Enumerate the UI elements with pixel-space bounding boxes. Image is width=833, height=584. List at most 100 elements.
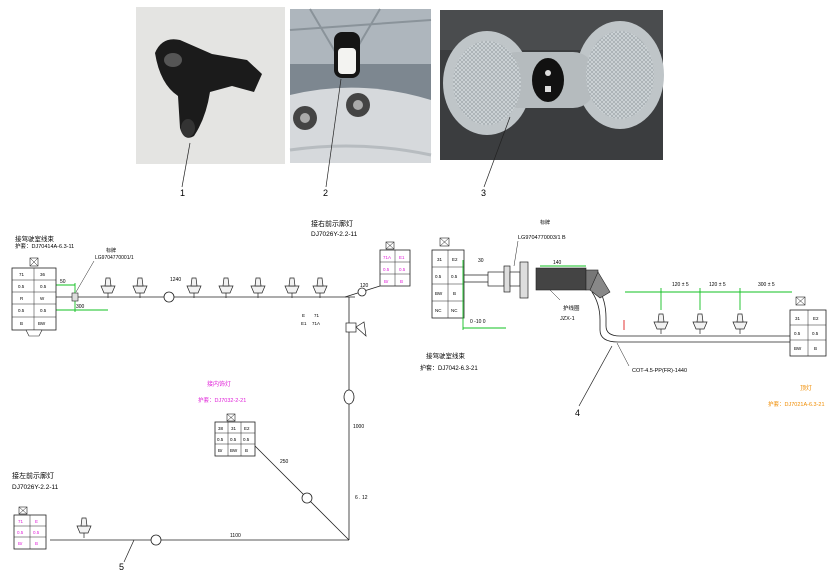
right-side-label-3: 71A: [312, 321, 320, 326]
spacing-dim-2: 300 ± 5: [758, 282, 775, 288]
left-lamp-connector: 接左前示廓灯 DJ7026Y-2.2-11 71 E 0.5 0.5 Br B: [12, 471, 59, 550]
top-left-cell-5: W: [40, 296, 45, 301]
dim-offset: 0 -10 0: [470, 319, 486, 325]
right-lamp-cell-1: E1: [399, 255, 405, 260]
left-lamp-cell-3: 0.5: [33, 530, 40, 535]
ceiling-lamp-title: 顶灯: [800, 384, 812, 392]
left-lamp-cell-4: Br: [18, 541, 23, 546]
right-lamp-cell-2: 0.5: [383, 267, 390, 272]
top-left-cell-0: 71: [19, 272, 25, 277]
right-lamp-connector: 接右前示廓灯 DJ7026Y-2.2-11 71A E1 0.5 0.5 Br …: [301, 219, 411, 326]
right-side-label-1: 71: [314, 313, 320, 318]
interior-lamp-connector: 接内饰灯 护套：DJ7032-2-21 38 31 E2 0.5 0.5 0.5…: [198, 380, 256, 457]
right-side-label-0: E: [302, 313, 305, 318]
sheath-label: 护线圈: [563, 304, 580, 312]
top-left-cell-8: B: [20, 321, 23, 326]
right-lamp-cell-5: B: [400, 279, 403, 284]
cab-cell-2: 0.5: [435, 274, 442, 279]
cab-cell-5: B: [453, 291, 456, 296]
top-left-connector: 接驾驶室线束 护套：DJ70414A-6.3-11 71 36 0.5 0.5 …: [11, 234, 74, 337]
dim-50: 50: [60, 279, 66, 285]
left-lamp-cell-5: B: [35, 541, 38, 546]
left-lamp-cell-0: 71: [18, 519, 24, 524]
tube-label: COT-4.5-PP(FR)-1440: [632, 368, 687, 374]
interior-cell-6: Br: [218, 448, 223, 453]
left-tag: [71, 292, 79, 302]
right-clips: [653, 313, 748, 335]
interior-cell-4: 0.5: [230, 437, 237, 442]
top-left-cell-3: 0.5: [40, 284, 47, 289]
left-clips: [76, 277, 328, 539]
photo-3-ceiling-lamp: [440, 10, 664, 160]
right-lamp-cell-4: Br: [384, 279, 389, 284]
right-tag-label: 标牌: [540, 219, 550, 226]
top-left-cell-1: 36: [40, 272, 46, 277]
right-lamp-title: 接右前示廓灯: [311, 219, 353, 228]
cab-cell-0: 31: [437, 257, 443, 262]
interior-lamp-title: 接内饰灯: [207, 380, 231, 388]
right-tag-code: LG9704770003/1 B: [518, 235, 566, 241]
green-dims: [462, 260, 792, 330]
callout-1: 1: [180, 188, 185, 198]
ceiling-lamp-connector: 31 E2 0.5 0.5 BW B 顶灯 护套：DJ7021A-6.3-21: [768, 296, 827, 408]
interior-cell-1: 31: [231, 426, 237, 431]
spacing-dim-1: 120 ± 5: [709, 282, 726, 288]
interior-cell-2: E2: [244, 426, 250, 431]
left-harness-wires: [45, 285, 381, 546]
ceiling-cell-5: B: [814, 346, 817, 351]
interior-cell-3: 0.5: [217, 437, 224, 442]
top-left-cell-4: R: [20, 296, 24, 301]
left-lamp-cell-1: E: [35, 519, 38, 524]
right-side-label-2: E1: [301, 321, 307, 326]
dim-140: 140: [553, 260, 562, 266]
cab-cell-4: BW: [435, 291, 443, 296]
callout-4: 4: [575, 408, 580, 418]
dim-300: 300: [76, 304, 85, 310]
tag-code: LG9704770001/1: [95, 255, 134, 261]
callout-lines: [123, 78, 613, 563]
right-lamp-cell-3: 0.5: [399, 267, 406, 272]
top-left-cell-2: 0.5: [18, 284, 25, 289]
top-left-cell-6: 0.5: [18, 308, 25, 313]
dim-120: 120: [360, 283, 369, 289]
dim-250: 250: [280, 459, 289, 465]
callout-3: 3: [481, 188, 486, 198]
cab-harness-code: 护套：DJ7042-6.3-21: [420, 364, 478, 372]
callout-2: 2: [323, 188, 328, 198]
photo-2-mounted-lamp: [289, 8, 432, 163]
tag-label: 标牌: [106, 247, 116, 254]
grommet-icon: [345, 321, 367, 337]
interior-cell-0: 38: [218, 426, 224, 431]
interior-cell-5: 0.5: [243, 437, 250, 442]
cab-harness-title: 接驾驶室线束: [426, 351, 466, 360]
interior-cell-7: BW: [230, 448, 238, 453]
ceiling-cell-4: BW: [794, 346, 802, 351]
cab-cell-6: NC: [435, 308, 442, 313]
left-lamp-code: DJ7026Y-2.2-11: [12, 484, 59, 491]
spacing-dim-0: 120 ± 5: [672, 282, 689, 288]
ceiling-cell-1: E2: [813, 316, 819, 321]
dim-1240: 1240: [170, 277, 181, 283]
dim-1100: 1100: [230, 533, 241, 539]
top-left-code: 护套：DJ70414A-6.3-11: [15, 242, 74, 250]
left-lamp-cell-2: 0.5: [17, 530, 24, 535]
cab-harness-connector: 31 E2 0.5 0.5 BW B NC NC 接驾驶室线束 护套：DJ704…: [420, 237, 478, 372]
right-lamp-code: DJ7026Y-2.2-11: [311, 231, 358, 238]
callout-5: 5: [119, 562, 124, 572]
interior-lamp-code: 护套：DJ7032-2-21: [198, 396, 246, 404]
ceiling-lamp-code: 护套：DJ7021A-6.3-21: [768, 400, 825, 408]
top-left-title: 接驾驶室线束: [15, 234, 55, 243]
right-connector-body: [487, 261, 611, 299]
top-left-cell-7: 0.5: [40, 308, 47, 313]
photo-1-clip-bracket: [136, 7, 285, 164]
top-left-cell-9: BW: [38, 321, 46, 326]
left-lamp-title: 接左前示廓灯: [12, 471, 54, 480]
dim-6-12: 6 . 12: [355, 495, 368, 501]
cab-cell-3: 0.5: [451, 274, 458, 279]
dim-1000: 1000: [353, 424, 364, 430]
cab-cell-1: E2: [452, 257, 458, 262]
ceiling-cell-0: 31: [795, 316, 801, 321]
ceiling-cell-2: 0.5: [794, 331, 801, 336]
ceiling-cell-3: 0.5: [812, 331, 819, 336]
